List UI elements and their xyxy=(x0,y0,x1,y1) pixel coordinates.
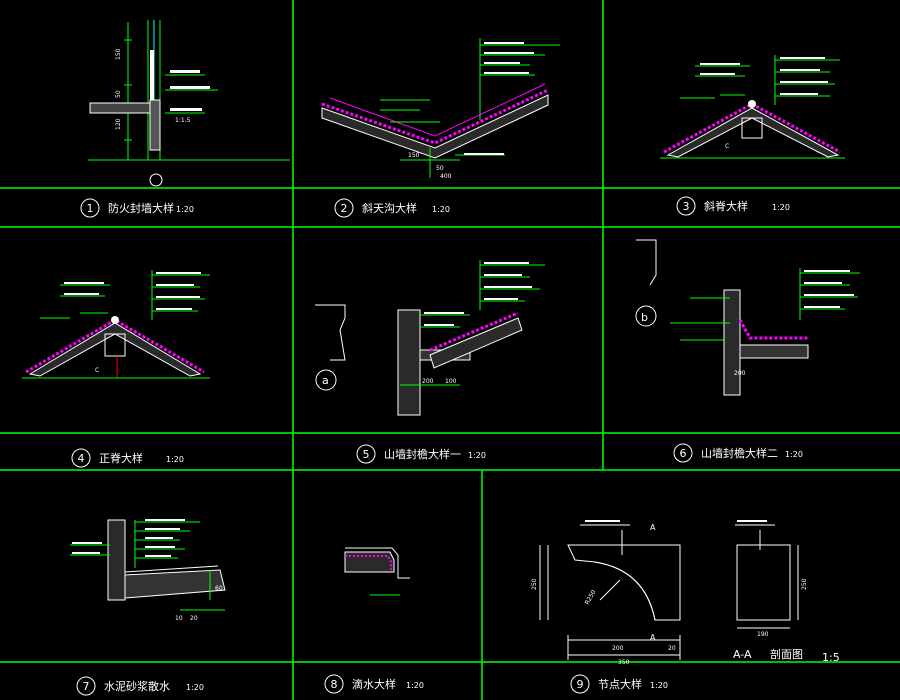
title-6-scale: 1:20 xyxy=(785,450,803,459)
p1-dim-c: 120 xyxy=(115,118,122,130)
title-5-text: 山墙封檐大样一 xyxy=(384,447,461,461)
p9-dim-b: 200 xyxy=(612,645,624,652)
title-7-text: 水泥砂浆散水 xyxy=(104,679,170,693)
title-9-scale: 1:20 xyxy=(650,681,668,690)
title-5-number: 5 xyxy=(363,448,370,461)
p5-dim-b: 100 xyxy=(445,378,457,385)
p6-dim-a: 200 xyxy=(734,370,746,377)
p3-mark: C xyxy=(725,143,729,150)
title-4: 4 正脊大样 1:20 xyxy=(71,448,184,468)
title-3-number: 3 xyxy=(683,200,690,213)
section-scale: 1:5 xyxy=(822,651,840,664)
p2-dim-c: 400 xyxy=(440,173,452,180)
title-8-scale: 1:20 xyxy=(406,681,424,690)
p1-dim-b: 50 xyxy=(115,90,122,98)
title-5-scale: 1:20 xyxy=(468,451,486,460)
title-3-scale: 1:20 xyxy=(772,203,790,212)
detail-apron: 10 20 60 xyxy=(70,519,226,622)
title-2-text: 斜天沟大样 xyxy=(362,201,417,215)
title-6-number: 6 xyxy=(680,447,687,460)
title-5: 5 山墙封檐大样一 1:20 xyxy=(356,444,486,464)
p7-dim-b: 20 xyxy=(190,615,198,622)
p9-dim-side: 190 xyxy=(757,631,769,638)
title-9-number: 9 xyxy=(577,678,584,691)
title-1: 1 防火封墙大样 1:20 xyxy=(80,198,194,218)
section-title-text: 剖面图 xyxy=(770,647,803,661)
detail-firewall: 150 50 120 1:1.5 xyxy=(88,20,290,187)
p7-dim-c: 60 xyxy=(215,585,223,592)
title-9: 9 节点大样 1:20 xyxy=(570,674,668,694)
section-label: A-A xyxy=(733,648,752,661)
title-8-number: 8 xyxy=(331,678,338,691)
detail-valley: 150 50 400 xyxy=(321,38,560,180)
p9-dim-total: 350 xyxy=(618,659,630,666)
p4-mark: C xyxy=(95,367,99,374)
p1-dim-a: 150 xyxy=(115,48,122,60)
detail-gable-eave-1: a 200 100 xyxy=(315,260,545,416)
title-1-number: 1 xyxy=(87,202,94,215)
title-7-scale: 1:20 xyxy=(186,683,204,692)
p1-note: 1:1.5 xyxy=(175,117,191,124)
title-4-number: 4 xyxy=(78,452,85,465)
p5-mark: a xyxy=(322,374,329,387)
title-8-text: 滴水大样 xyxy=(352,677,396,691)
detail-node: A A 350 20 200 R250 250 190 250 xyxy=(531,520,808,666)
p7-dim-a: 10 xyxy=(175,615,183,622)
title-3-text: 斜脊大样 xyxy=(704,199,748,213)
title-1-scale: 1:20 xyxy=(176,205,194,214)
detail-drip xyxy=(344,547,410,596)
title-2-scale: 1:20 xyxy=(432,205,450,214)
title-8: 8 滴水大样 1:20 xyxy=(324,674,424,694)
p5-dim-a: 200 xyxy=(422,378,434,385)
title-2-number: 2 xyxy=(341,202,348,215)
title-4-scale: 1:20 xyxy=(166,455,184,464)
title-3: 3 斜脊大样 1:20 xyxy=(676,196,790,216)
title-9-text: 节点大样 xyxy=(598,677,642,691)
detail-hip: C xyxy=(660,55,845,159)
title-4-text: 正脊大样 xyxy=(99,451,143,465)
p9-dim-side-h: 250 xyxy=(801,578,808,590)
title-2: 2 斜天沟大样 1:20 xyxy=(334,198,450,218)
p6-mark: b xyxy=(641,311,648,324)
section-cut-bottom: A xyxy=(650,633,656,642)
p2-dim-a: 150 xyxy=(408,152,420,159)
p9-dim-height: 250 xyxy=(531,578,538,590)
p9-dim-radius: R250 xyxy=(584,589,598,606)
title-7: 7 水泥砂浆散水 1:20 xyxy=(76,676,204,696)
section-title: A-A 剖面图 1:5 xyxy=(733,647,840,664)
p9-dim-a: 20 xyxy=(668,645,676,652)
title-7-number: 7 xyxy=(83,680,90,693)
detail-ridge: C xyxy=(22,270,210,379)
detail-gable-eave-2: b 200 xyxy=(635,239,860,396)
title-6-text: 山墙封檐大样二 xyxy=(701,446,778,460)
section-cut-top: A xyxy=(650,523,656,532)
title-1-text: 防火封墙大样 xyxy=(108,201,174,215)
title-6: 6 山墙封檐大样二 1:20 xyxy=(673,443,803,463)
p2-dim-b: 50 xyxy=(436,165,444,172)
panel-titles: 1 防火封墙大样 1:20 2 斜天沟大样 1:20 3 斜脊大样 1:20 4… xyxy=(71,196,840,696)
